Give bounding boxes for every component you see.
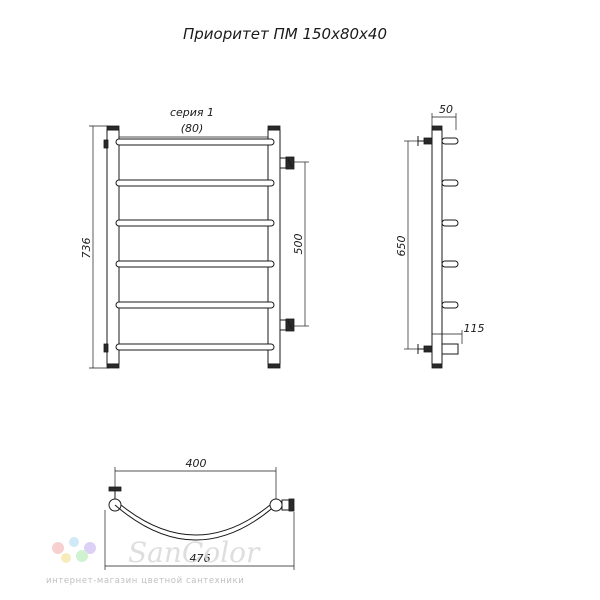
side-rung-2 [441,179,459,187]
watermark-tagline: интернет-магазин цветной сантехники [46,576,244,586]
side-top-mount [417,136,433,146]
watermark-dot [61,553,71,563]
side-height-dim-label: 650 [395,236,408,257]
offset-dim-label: 115 [464,322,485,335]
rung-4 [115,260,275,268]
outlet-fitting [279,318,295,332]
rung-6 [115,343,275,351]
watermark-dot [84,542,96,554]
side-rung-1 [441,137,459,145]
left-bracket-top [103,139,109,149]
total-width-dim-label: 476 [190,552,211,565]
series-label: серия 1 [170,106,214,119]
side-bottom-mount [417,344,433,354]
top-fitting [288,498,295,512]
watermark: SanColor интернет-магазин цветной сантех… [46,536,261,586]
depth-dim-label: 50 [439,103,453,116]
watermark-dot [69,537,79,547]
inlet-fitting [279,156,295,170]
width-dim-label: 400 [186,457,207,470]
left-bracket-bottom [103,343,109,353]
rung-3 [115,219,275,227]
right-upright-top-cap [267,125,281,131]
watermark-dot [52,542,64,554]
front-view: серия 1 (80) 736 [80,106,309,369]
watermark-brand: SanColor [128,536,261,569]
side-bottom-connection [441,343,459,355]
left-upright [106,129,120,365]
rungs [115,138,275,351]
rung-2 [115,179,275,187]
rung-5 [115,301,275,309]
side-rung-5 [441,301,459,309]
side-rung-4 [441,260,459,268]
drawing-title: Приоритет ПМ 150x80x40 [183,25,387,43]
rung-1 [115,138,275,146]
watermark-dot [76,550,88,562]
right-upright-cap [267,363,281,369]
center-dim-label: 500 [292,234,305,255]
side-rungs [441,137,459,353]
side-view: 50 650 115 [395,103,485,369]
watermark-dots [52,537,96,563]
top-view: 400 476 [104,457,295,570]
top-right-collector [269,498,283,512]
top-curved-rung-inner [120,504,271,536]
left-upright-top-cap [106,125,120,131]
height-dim-label: 736 [80,238,93,259]
series-sub-label: (80) [181,122,204,135]
side-collector [431,129,443,365]
left-upright-cap [106,363,120,369]
top-curved-rung-outer [114,504,277,541]
right-upright [267,129,281,365]
side-rung-3 [441,219,459,227]
